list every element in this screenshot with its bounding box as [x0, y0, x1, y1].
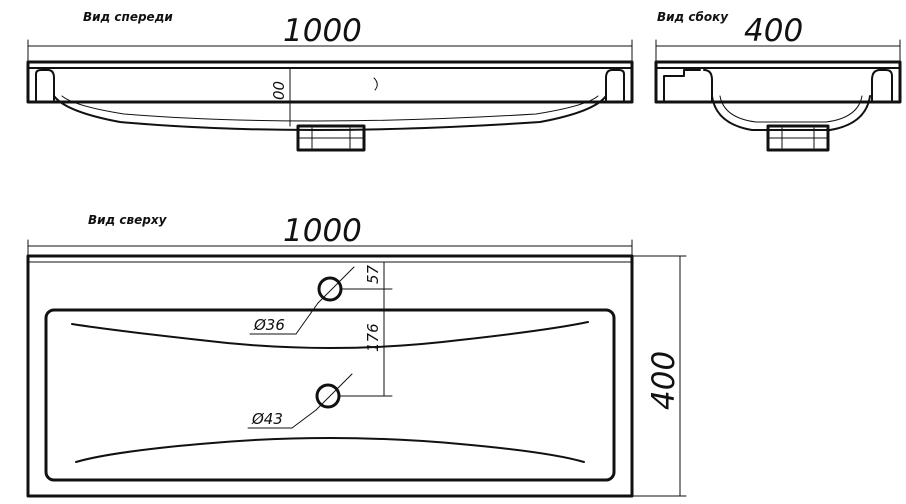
- front-basin-outline: 00: [26, 60, 634, 152]
- side-basin-outline: [654, 60, 902, 152]
- dim-176-value: 176: [364, 323, 382, 352]
- tap-hole: Ø36: [249, 266, 355, 335]
- front-width-dimension: 1000: [27, 13, 633, 63]
- front-width-value: 1000: [283, 13, 362, 49]
- top-basin-outline: [26, 254, 634, 498]
- top-width-dimension: 1000: [27, 213, 633, 259]
- front-view: Вид спереди 1000 00: [26, 10, 634, 152]
- hole-spacing-dimensions: 57 176: [339, 261, 393, 397]
- drain-hole-diameter: Ø43: [251, 410, 283, 428]
- front-view-label: Вид спереди: [83, 10, 173, 24]
- dim-57-value: 57: [364, 264, 382, 284]
- top-view-label: Вид сверху: [88, 213, 168, 227]
- top-view: Вид сверху 1000 400 Ø36: [26, 213, 687, 498]
- tap-hole-diameter: Ø36: [253, 316, 285, 334]
- top-width-value: 1000: [283, 213, 362, 249]
- side-width-value: 400: [744, 13, 803, 49]
- top-height-value: 400: [646, 351, 682, 410]
- top-height-dimension: 400: [631, 255, 687, 497]
- side-width-dimension: 400: [655, 13, 901, 63]
- side-view-label: Вид сбоку: [657, 10, 729, 24]
- front-depth-value: 00: [270, 81, 288, 100]
- drain-hole: Ø43: [247, 373, 353, 429]
- side-view: Вид сбоку 400: [654, 10, 902, 152]
